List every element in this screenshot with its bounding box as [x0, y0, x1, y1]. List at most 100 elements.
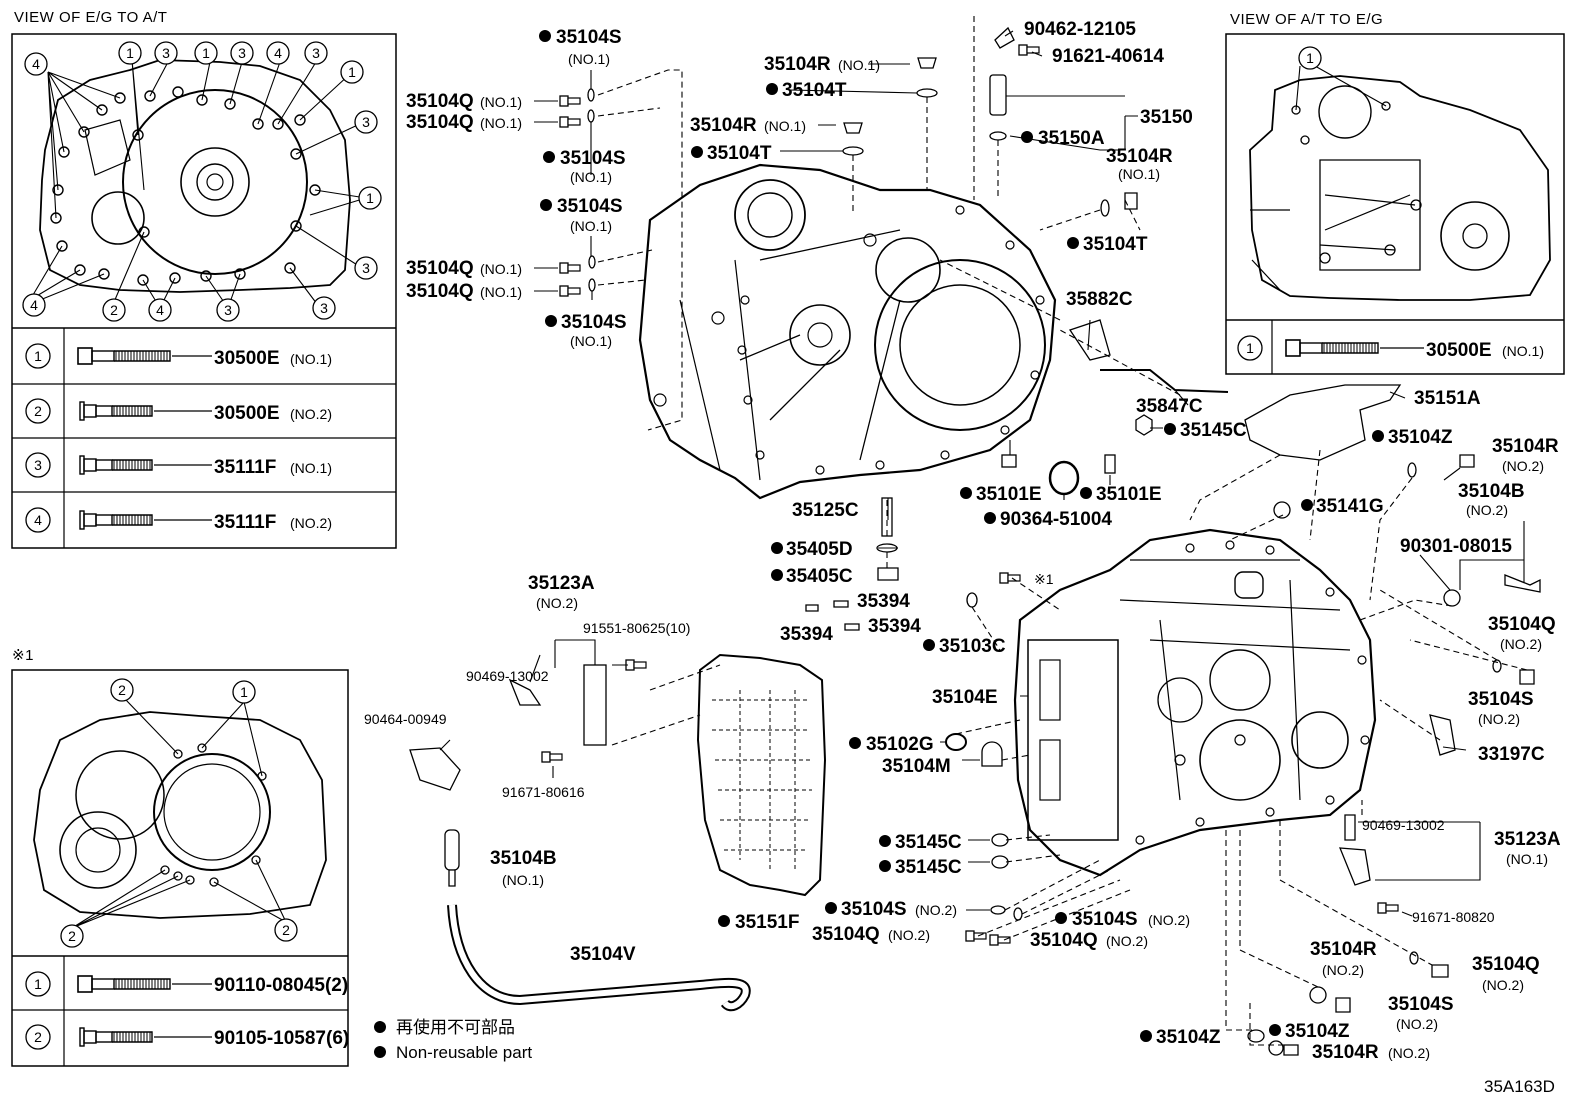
part-label: 35104S [561, 312, 627, 333]
part-label: 35104Q [406, 281, 474, 302]
part-label: 90469-13002 [466, 668, 549, 684]
part-label: 35104S [556, 27, 622, 48]
svg-text:2: 2 [68, 928, 76, 944]
part-sub: (NO.1) [568, 51, 610, 67]
part-sub: (NO.2) [536, 595, 578, 611]
part-label: 35882C [1066, 289, 1133, 310]
part-label: 35104M [882, 756, 951, 777]
note1-header: ※1 [12, 647, 34, 664]
svg-text:3: 3 [312, 45, 320, 61]
part-label: 35394 [868, 616, 921, 637]
part-sub: (NO.1) [480, 284, 522, 300]
svg-text:1: 1 [366, 190, 374, 206]
part-label: 35101E [1096, 484, 1162, 505]
part-sub: (NO.2) [1396, 1016, 1438, 1032]
part-label: 35145C [1180, 420, 1247, 441]
part-label: 35104Q [406, 91, 474, 112]
part-label: 35104R [764, 54, 831, 75]
part-label: 35104S [560, 148, 626, 169]
part-label: 35847C [1136, 396, 1203, 417]
legend-ja: 再使用不可部品 [396, 1017, 515, 1037]
part-label: 91551-80625(10) [583, 620, 690, 636]
part-label: 35104Q [1472, 954, 1540, 975]
note1-table-part: 90110-08045(2) [214, 975, 348, 996]
part-label: 35145C [895, 832, 962, 853]
part-label: 35405D [786, 539, 853, 560]
part-label: 35104S [1468, 689, 1534, 710]
dashed-leaders [597, 16, 1528, 1046]
eg-table-part: 30500E [214, 403, 280, 424]
part-label: 35104S [1072, 909, 1138, 930]
part-label: 35104Q [1488, 614, 1556, 635]
part-sub: (NO.1) [838, 57, 880, 73]
bolt-holes [50, 86, 321, 286]
part-label: 90462-12105 [1024, 19, 1136, 40]
part-label: 90469-13002 [1362, 817, 1445, 833]
part-label: 35150A [1038, 128, 1105, 149]
part-sub: (NO.1) [570, 169, 612, 185]
part-label: 91621-40614 [1052, 46, 1164, 67]
part-label: 35394 [857, 591, 910, 612]
eg-table-bolts [77, 347, 212, 530]
eg-table-sub: (NO.1) [290, 351, 332, 367]
part-sub: (NO.1) [1118, 166, 1160, 182]
part-sub: (NO.2) [1322, 962, 1364, 978]
part-label: 35104E [932, 687, 998, 708]
part-label: 35104Z [1388, 427, 1453, 448]
svg-text:3: 3 [362, 114, 370, 130]
part-sub: (NO.1) [570, 218, 612, 234]
part-label: 35104T [782, 80, 847, 101]
part-label: 35104Q [406, 258, 474, 279]
at-table-sub: (NO.1) [1502, 343, 1544, 359]
part-sub: (NO.2) [1482, 977, 1524, 993]
eg-table-num: 2 [34, 403, 42, 419]
part-label: 35101E [976, 484, 1042, 505]
part-sub: (NO.1) [480, 94, 522, 110]
leader-lines [439, 30, 1525, 917]
part-label: 91671-80616 [502, 784, 585, 800]
svg-text:1: 1 [1306, 50, 1314, 66]
drawing-code: 35A163D [1484, 1077, 1555, 1096]
note1-table-num: 2 [34, 1029, 42, 1045]
part-sub: (NO.2) [1502, 458, 1544, 474]
oil-pan [696, 653, 827, 897]
part-label: 35145C [895, 857, 962, 878]
part-label: 35141G [1316, 496, 1384, 517]
part-label: 90364-51004 [1000, 509, 1112, 530]
part-label: 35151F [735, 912, 799, 933]
svg-text:1: 1 [240, 684, 248, 700]
part-sub: (NO.2) [1106, 933, 1148, 949]
non-reusable-dots [374, 30, 1384, 1058]
svg-text:3: 3 [162, 45, 170, 61]
part-label: 35405C [786, 566, 853, 587]
legend-en: Non-reusable part [396, 1043, 532, 1062]
part-sub: (NO.2) [1148, 912, 1190, 928]
part-label: 35103C [939, 636, 1006, 657]
part-label: 35123A [1494, 829, 1561, 850]
part-sub: (NO.1) [480, 261, 522, 277]
eg-table-part: 35111F [214, 512, 276, 533]
transaxle-housing [638, 163, 1057, 500]
part-sub: (NO.2) [1388, 1045, 1430, 1061]
part-label: 35104R [690, 115, 757, 136]
eg-table-num: 1 [34, 348, 42, 364]
eg-to-at-view: 4 1 3 1 3 4 3 1 3 1 3 3 3 4 2 4 [11, 33, 397, 549]
part-label: 35104T [707, 143, 772, 164]
note1-view: 2 1 2 2 [11, 669, 349, 1067]
part-label: 35151A [1414, 388, 1481, 409]
part-label: 35104B [490, 848, 557, 869]
eg-table-num: 4 [34, 512, 42, 528]
part-label: 35104Q [812, 924, 880, 945]
part-label: 35104S [1388, 994, 1454, 1015]
part-label: 91671-80820 [1412, 909, 1495, 925]
part-sub: (NO.2) [1478, 711, 1520, 727]
part-sub: (NO.1) [764, 118, 806, 134]
svg-text:1: 1 [126, 45, 134, 61]
part-label: 35104Z [1156, 1027, 1221, 1048]
note1-table-part: 90105-10587(6) [214, 1028, 349, 1049]
svg-text:3: 3 [238, 45, 246, 61]
at-table-num: 1 [1246, 340, 1254, 356]
svg-text:1: 1 [202, 45, 210, 61]
part-sub: (NO.1) [480, 115, 522, 131]
svg-text:2: 2 [282, 922, 290, 938]
